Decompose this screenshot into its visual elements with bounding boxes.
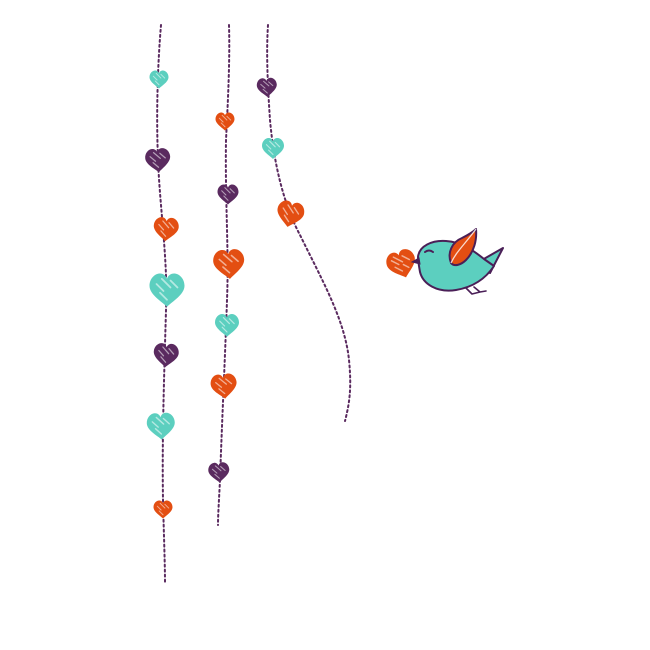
heart-orange [274, 198, 307, 230]
heart-orange [153, 500, 173, 519]
bird [410, 228, 504, 295]
heart-orange [209, 372, 239, 400]
bird-beak [410, 257, 421, 265]
hearts-layer [144, 70, 307, 519]
bird-carried-heart [383, 246, 420, 282]
string-3 [266, 24, 352, 422]
bird-wing-inner-edge [450, 228, 477, 264]
bird-legs [465, 286, 487, 295]
heart-orange [152, 216, 180, 243]
heart-orange [215, 112, 235, 131]
bird-eye [424, 249, 434, 253]
heart-teal [149, 273, 185, 307]
bird-group [383, 228, 504, 295]
heart-purple [217, 184, 239, 205]
heart-teal [215, 314, 239, 337]
heart-teal [146, 412, 176, 441]
heart-teal [149, 70, 169, 89]
heart-teal [262, 138, 284, 159]
heart-purple [144, 147, 172, 174]
heart-orange [212, 248, 246, 280]
hanging-strings [156, 24, 352, 584]
heart-purple [207, 461, 231, 484]
heart-purple [152, 342, 180, 369]
heart-purple [256, 77, 278, 98]
